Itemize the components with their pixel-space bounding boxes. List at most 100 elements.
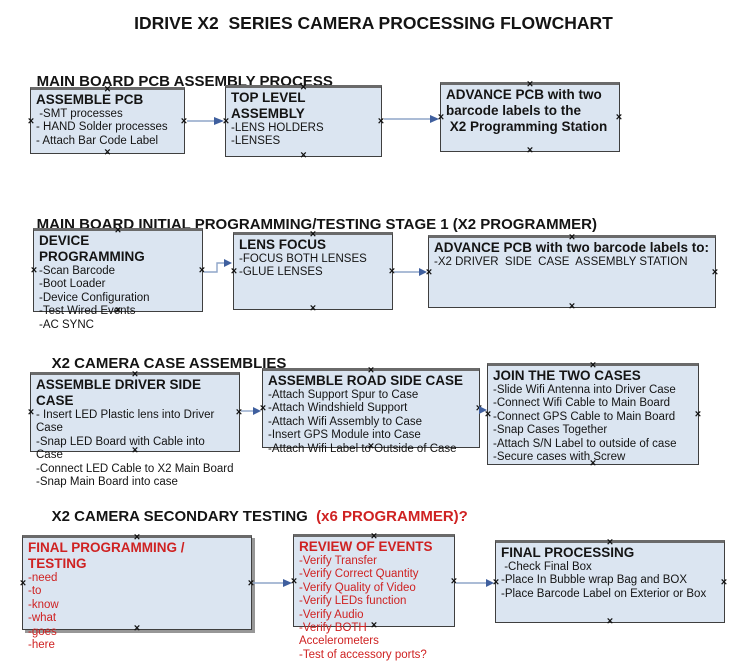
flowbox-top-level-assembly: TOP LEVEL ASSEMBLY -LENS HOLDERS-LENSES bbox=[225, 85, 382, 157]
connection-handle-icon bbox=[223, 117, 229, 128]
connection-handle-icon bbox=[426, 267, 432, 278]
box-lines: -Attach Support Spur to Case-Attach Wind… bbox=[268, 389, 474, 456]
flowbox-final-processing: FINAL PROCESSING -Check Final Box-Place … bbox=[495, 540, 725, 623]
box-line: -need bbox=[28, 572, 58, 584]
box-line: -GLUE LENSES bbox=[239, 266, 323, 279]
box-line: -Connect Wifi Cable to Main Board bbox=[493, 397, 671, 410]
connector-arrow bbox=[187, 117, 224, 125]
box-lines: -Scan Barcode-Boot Loader-Device Configu… bbox=[39, 265, 197, 332]
box-title: TOP LEVEL ASSEMBLY bbox=[231, 90, 309, 121]
box-line: -X2 DRIVER SIDE CASE ASSEMBLY STATION bbox=[434, 256, 688, 268]
flowbox-assemble-pcb: ASSEMBLE PCB -SMT processes- HAND Solder… bbox=[30, 87, 185, 154]
flowbox-assemble-driver-side-case: ASSEMBLE DRIVER SIDE CASE - Insert LED P… bbox=[28, 372, 242, 488]
box-lines: -X2 DRIVER SIDE CASE ASSEMBLY STATION bbox=[434, 256, 710, 269]
box-line: -Verify Quality of Video bbox=[299, 581, 416, 594]
box-line: -Verify Audio bbox=[299, 608, 364, 621]
box-line: -AC SYNC bbox=[39, 318, 94, 331]
connection-handle-icon bbox=[378, 117, 384, 128]
section-heading-text: X2 CAMERA CASE ASSEMBLIES bbox=[51, 355, 287, 372]
flowbox-lens-focus: LENS FOCUS -FOCUS BOTH LENSES-GLUE LENSE… bbox=[233, 232, 393, 310]
connection-handle-icon bbox=[310, 304, 316, 315]
connection-handle-icon bbox=[721, 577, 727, 588]
box-lines: - Insert LED Plastic lens into Driver Ca… bbox=[36, 409, 234, 489]
box-line: -here bbox=[28, 639, 55, 652]
box-line: -FOCUS BOTH LENSES bbox=[239, 253, 367, 265]
box-line: -Test Wired Events bbox=[39, 305, 136, 318]
connector-arrow bbox=[253, 579, 292, 587]
flowbox-device-programming: DEVICE PROGRAMMING -Scan Barcode-Boot Lo… bbox=[31, 228, 205, 331]
connector-arrow bbox=[204, 259, 232, 273]
box-line: -LENS HOLDERS bbox=[231, 122, 324, 134]
box-lines: -Slide Wifi Antenna into Driver Case-Con… bbox=[493, 384, 693, 464]
box-line: -what bbox=[28, 612, 57, 625]
box-line: -Secure cases with Screw bbox=[493, 451, 626, 464]
box-line: -Boot Loader bbox=[39, 278, 106, 291]
box-line: -Attach Wifi Label to Outside of Case bbox=[268, 442, 457, 455]
box-line: -Verify BOTH Accelerometers bbox=[299, 622, 379, 648]
box-title: REVIEW OF EVENTS bbox=[299, 539, 433, 554]
connection-handle-icon bbox=[493, 577, 499, 588]
flowbox-advance-pcb-programming-station: ADVANCE PCB with two barcode labels to t… bbox=[440, 82, 620, 152]
flowbox-advance-pcb-driver-side: ADVANCE PCB with two barcode labels to: … bbox=[428, 235, 716, 308]
box-lines: -need-to-know-what-goes-here bbox=[28, 572, 246, 652]
connection-handle-icon bbox=[28, 116, 34, 127]
box-line: -goes bbox=[28, 625, 57, 638]
box-title: DEVICE PROGRAMMING bbox=[39, 233, 145, 264]
box-lines: -LENS HOLDERS-LENSES bbox=[231, 122, 376, 149]
connection-handle-icon bbox=[199, 266, 205, 277]
connector-arrow bbox=[479, 406, 487, 414]
connection-handle-icon bbox=[104, 148, 110, 159]
box-lines: -SMT processes- HAND Solder processes- A… bbox=[36, 108, 179, 148]
connection-handle-icon bbox=[20, 578, 26, 589]
box-line: -Insert GPS Module into Case bbox=[268, 429, 421, 442]
connection-handle-icon bbox=[389, 267, 395, 278]
connection-handle-icon bbox=[300, 151, 306, 162]
box-line: -know bbox=[28, 598, 59, 611]
connection-handle-icon bbox=[712, 267, 718, 278]
connection-handle-icon bbox=[236, 408, 242, 419]
box-lines: -Check Final Box-Place In Bubble wrap Ba… bbox=[501, 561, 719, 601]
flowbox-review-of-events: REVIEW OF EVENTS -Verify Transfer-Verify… bbox=[291, 534, 455, 661]
box-line: -Place Barcode Label on Exterior or Box bbox=[501, 587, 707, 600]
connection-handle-icon bbox=[248, 578, 254, 589]
box-line: -Snap LED Board with Cable into Case bbox=[36, 435, 208, 462]
flowbox-assemble-road-side-case: ASSEMBLE ROAD SIDE CASE -Attach Support … bbox=[260, 368, 480, 455]
connection-handle-icon bbox=[616, 113, 622, 124]
box-line: -Device Configuration bbox=[39, 291, 150, 304]
box-line: -Attach Windshield Support bbox=[268, 402, 408, 415]
box-title: LENS FOCUS bbox=[239, 237, 327, 252]
connector-arrow bbox=[384, 115, 439, 123]
box-line: - HAND Solder processes bbox=[36, 121, 168, 134]
connection-handle-icon bbox=[31, 266, 37, 277]
box-line: -Attach S/N Label to outside of case bbox=[493, 437, 677, 450]
box-line: -Verify Transfer bbox=[299, 555, 377, 567]
connection-handle-icon bbox=[607, 617, 613, 628]
box-line: - Attach Bar Code Label bbox=[36, 134, 159, 147]
box-line: -Snap Cases Together bbox=[493, 424, 608, 437]
page-title: IDRIVE X2 SERIES CAMERA PROCESSING FLOWC… bbox=[134, 13, 613, 33]
connection-handle-icon bbox=[291, 576, 297, 587]
box-line: -Attach Wifi Assembly to Case bbox=[268, 415, 423, 428]
connection-handle-icon bbox=[181, 116, 187, 127]
box-title: JOIN THE TWO CASES bbox=[493, 368, 641, 383]
connection-handle-icon bbox=[28, 408, 34, 419]
connection-handle-icon bbox=[231, 267, 237, 278]
box-line: -Attach Support Spur to Case bbox=[268, 389, 419, 401]
connection-handle-icon bbox=[260, 404, 266, 415]
box-line: -Slide Wifi Antenna into Driver Case bbox=[493, 384, 676, 396]
box-line: -Check Final Box bbox=[501, 561, 592, 573]
connection-handle-icon bbox=[438, 113, 444, 124]
box-line: -Connect LED Cable to X2 Main Board bbox=[36, 462, 234, 475]
box-line: -Verify Correct Quantity bbox=[299, 568, 419, 581]
section-heading-secondary-testing: X2 CAMERA SECONDARY TESTING (x6 PROGRAMM… bbox=[35, 491, 468, 542]
flowbox-final-programming-testing: FINAL PROGRAMMING / TESTING -need-to-kno… bbox=[20, 535, 254, 651]
connection-handle-icon bbox=[485, 410, 491, 421]
box-line: -Snap Main Board into case bbox=[36, 476, 178, 489]
box-line: -Connect GPS Cable to Main Board bbox=[493, 410, 676, 423]
box-line: - Insert LED Plastic lens into Driver Ca… bbox=[36, 409, 218, 435]
box-line: -Test of accessory ports? bbox=[299, 648, 427, 661]
box-lines: -FOCUS BOTH LENSES-GLUE LENSES bbox=[239, 253, 387, 280]
connector-arrow bbox=[241, 407, 261, 415]
connector-arrow bbox=[456, 579, 494, 587]
box-title: FINAL PROCESSING bbox=[501, 545, 635, 560]
